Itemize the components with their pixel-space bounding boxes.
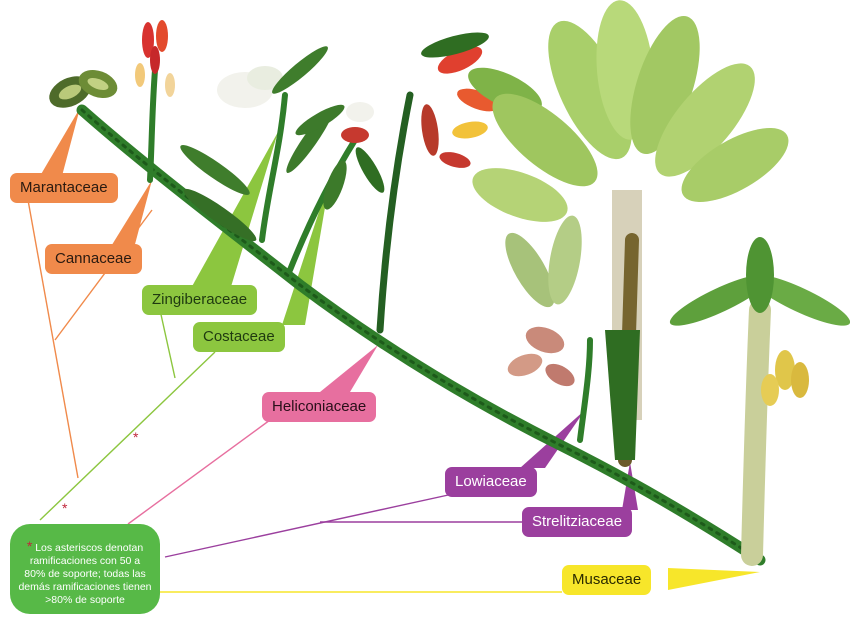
plant-costaceae <box>295 102 385 210</box>
stem-lowiaceae <box>577 337 593 443</box>
connector-heliconiaceae <box>127 419 271 525</box>
support-note: * Los asteriscos denotan ramificaciones … <box>10 524 160 614</box>
label-heliconiaceae: Heliconiaceae <box>262 392 377 422</box>
plant-lowiaceae <box>505 215 582 387</box>
label-marantaceae: Marantaceae <box>10 173 118 203</box>
connector-costaceae <box>39 351 216 521</box>
support-markers: * * <box>62 429 139 516</box>
pointer-cannaceae <box>110 180 152 248</box>
pointer-marantaceae <box>40 108 80 176</box>
label-strelitziaceae: Strelitziaceae <box>522 507 633 537</box>
support-asterisk-base-branch: * <box>62 500 68 516</box>
connector-marantaceae <box>27 199 79 479</box>
stem-cannaceae <box>147 67 158 183</box>
pointer-zingiberaceae <box>190 132 278 290</box>
note-text: Los asteriscos denotan ramificaciones co… <box>18 542 152 606</box>
pointer-heliconiaceae <box>320 345 378 392</box>
connector-zingiberaceae <box>159 309 176 379</box>
label-costaceae: Costaceae <box>193 322 285 352</box>
label-lowiaceae: Lowiaceae <box>445 467 537 497</box>
plant-cannaceae <box>135 20 175 97</box>
stem-costaceae <box>287 137 358 273</box>
note-asterisk: * <box>26 538 33 554</box>
plant-heliconiaceae <box>421 32 542 168</box>
plant-musaceae <box>669 237 850 406</box>
stem-zingiberaceae <box>259 92 288 243</box>
plant-strelitziaceae <box>472 0 789 460</box>
stem-heliconiaceae <box>376 91 414 334</box>
pointer-costaceae <box>282 178 330 325</box>
connector-lowiaceae <box>164 491 463 558</box>
plant-marantaceae <box>49 69 118 108</box>
label-zingiberaceae: Zingiberaceae <box>142 285 258 315</box>
stem-main-dots <box>80 108 762 562</box>
support-asterisk-cannaceae-branch: * <box>133 429 139 445</box>
label-cannaceae: Cannaceae <box>45 244 142 274</box>
pointer-musaceae <box>668 568 760 590</box>
stem-musaceae <box>741 299 771 566</box>
stem-main <box>76 104 766 566</box>
label-musaceae: Musaceae <box>562 565 652 595</box>
